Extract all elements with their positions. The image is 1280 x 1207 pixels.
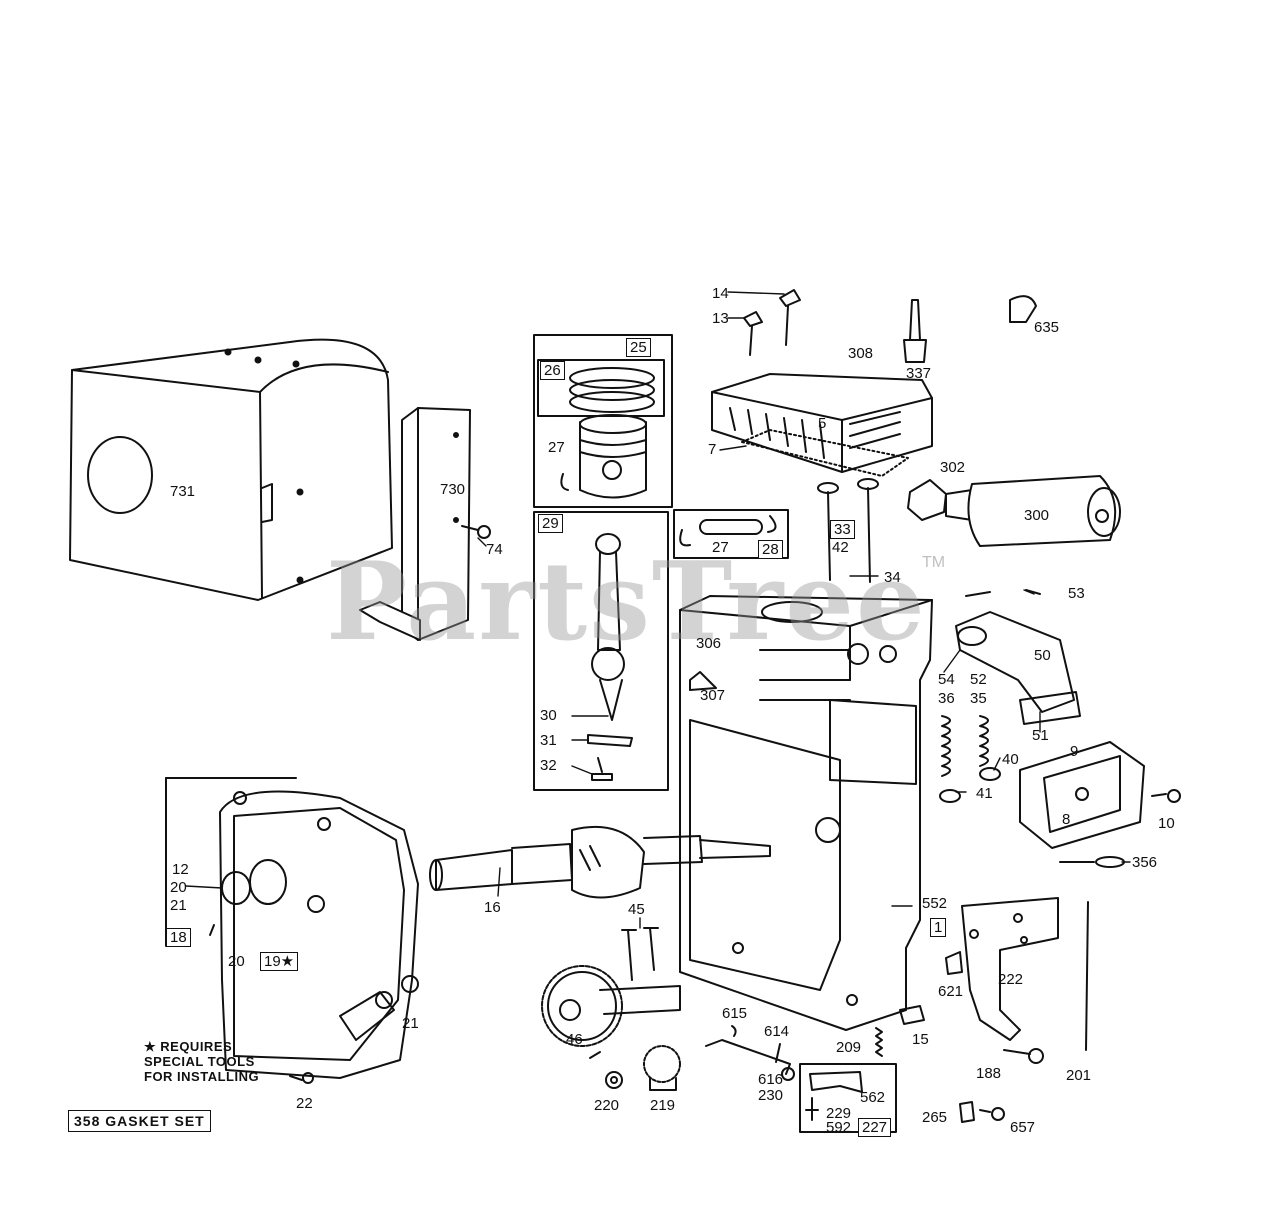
crankcase-cover-part — [165, 777, 419, 1084]
part-label-18: 18 — [166, 928, 191, 947]
part-label-19: 19★ — [260, 952, 299, 971]
special-tools-note-line3: FOR INSTALLING — [144, 1068, 260, 1084]
part-label-614: 614 — [764, 1023, 790, 1040]
part-label-730: 730 — [440, 481, 466, 498]
part-label-615: 615 — [722, 1005, 748, 1022]
part-label-53: 53 — [1068, 585, 1085, 602]
part-label-592: 592 — [826, 1119, 852, 1136]
watermark: PartsTree — [326, 539, 927, 665]
part-label-21b: 21 — [402, 1015, 419, 1032]
control-bracket-part — [945, 897, 1089, 1064]
part-label-188: 188 — [976, 1065, 1002, 1082]
leader-lines — [185, 291, 1131, 929]
part-label-26: 26 — [540, 361, 565, 380]
part-label-28: 28 — [758, 540, 783, 559]
part-label-52: 52 — [970, 671, 987, 688]
part-label-31: 31 — [540, 732, 557, 749]
part-label-34: 34 — [884, 569, 901, 586]
part-label-33: 33 — [830, 520, 855, 539]
part-label-32: 32 — [540, 757, 557, 774]
part-label-51: 51 — [1032, 727, 1049, 744]
part-label-616: 616 — [758, 1071, 784, 1088]
part-label-356: 356 — [1132, 854, 1158, 871]
head-bolts-part — [743, 289, 801, 356]
clip-screw-part — [959, 1101, 1005, 1123]
valves-part — [817, 478, 879, 583]
part-label-35: 35 — [970, 690, 987, 707]
part-label-657: 657 — [1010, 1119, 1036, 1136]
part-label-1: 1 — [930, 918, 947, 937]
part-label-46: 46 — [566, 1031, 583, 1048]
muffler-part — [907, 475, 1121, 547]
part-label-50: 50 — [1034, 647, 1051, 664]
camshaft-part — [541, 927, 681, 1059]
trademark-mark: TM — [922, 554, 946, 571]
part-label-5: 5 — [818, 415, 827, 432]
special-tools-note-line1: ★ REQUIRES — [144, 1039, 233, 1054]
piston-rings-group — [533, 334, 673, 508]
governor-spring-part — [875, 1005, 925, 1057]
part-label-16: 16 — [484, 899, 501, 916]
part-label-25: 25 — [626, 338, 651, 357]
part-label-74: 74 — [486, 541, 503, 558]
part-label-302: 302 — [940, 459, 966, 476]
part-label-337: 337 — [906, 365, 932, 382]
part-label-42: 42 — [832, 539, 849, 556]
part-label-10: 10 — [1158, 815, 1175, 832]
part-label-306: 306 — [696, 635, 722, 652]
special-tools-note: ★ REQUIRES SPECIAL TOOLS FOR INSTALLING — [144, 1039, 260, 1085]
part-label-30: 30 — [540, 707, 557, 724]
part-label-8: 8 — [1062, 811, 1071, 828]
cylinder-block-part — [679, 595, 933, 1031]
intake-elbow-part — [955, 589, 1081, 725]
part-label-27b: 27 — [712, 539, 729, 556]
part-label-20a: 20 — [170, 879, 187, 896]
governor-lever-group — [799, 1063, 897, 1133]
part-label-201: 201 — [1066, 1067, 1092, 1084]
valve-springs-part — [939, 715, 1001, 803]
part-label-229: 229 — [826, 1105, 852, 1122]
part-label-45: 45 — [628, 901, 645, 918]
part-label-552: 552 — [922, 895, 948, 912]
part-label-20b: 20 — [228, 953, 245, 970]
part-label-621: 621 — [938, 983, 964, 1000]
part-label-230: 230 — [758, 1087, 784, 1104]
part-label-14: 14 — [712, 285, 729, 302]
part-label-300: 300 — [1024, 507, 1050, 524]
blower-housing-part — [69, 338, 393, 601]
part-label-227: 227 — [858, 1118, 892, 1137]
part-label-22: 22 — [296, 1095, 313, 1112]
part-label-222: 222 — [998, 971, 1024, 988]
part-label-219: 219 — [650, 1097, 676, 1114]
part-label-15: 15 — [912, 1031, 929, 1048]
governor-parts — [605, 1025, 795, 1091]
part-label-9: 9 — [1070, 743, 1079, 760]
part-label-36: 36 — [938, 690, 955, 707]
part-label-308: 308 — [848, 345, 874, 362]
part-label-562: 562 — [860, 1089, 886, 1106]
part-label-40: 40 — [1002, 751, 1019, 768]
cylinder-head-part — [711, 295, 1037, 477]
part-label-54: 54 — [938, 671, 955, 688]
part-label-21a: 21 — [170, 897, 187, 914]
air-guide-part — [359, 407, 491, 641]
part-label-29: 29 — [538, 514, 563, 533]
part-label-209: 209 — [836, 1039, 862, 1056]
part-label-265: 265 — [922, 1109, 948, 1126]
part-label-13: 13 — [712, 310, 729, 327]
part-label-41: 41 — [976, 785, 993, 802]
part-label-307: 307 — [700, 687, 726, 704]
part-label-12: 12 — [172, 861, 189, 878]
part-label-7: 7 — [708, 441, 717, 458]
special-tools-note-line2: SPECIAL TOOLS — [144, 1053, 255, 1069]
gasket-set-label: 358 GASKET SET — [68, 1110, 211, 1132]
part-label-27a: 27 — [548, 439, 565, 456]
part-label-220: 220 — [594, 1097, 620, 1114]
breather-part — [1019, 741, 1181, 868]
part-label-635: 635 — [1034, 319, 1060, 336]
crankshaft-part — [429, 825, 771, 899]
part-label-731: 731 — [170, 483, 196, 500]
